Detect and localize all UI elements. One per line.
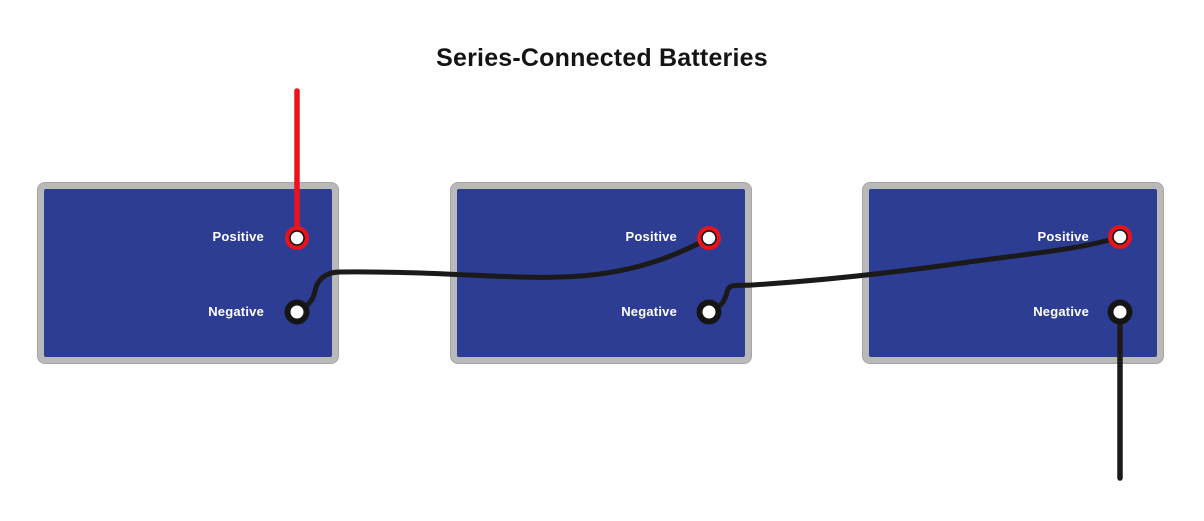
battery-3: Positive Negative [863,183,1163,363]
battery-3-body [869,189,1157,357]
battery-1: Positive Negative [38,183,338,363]
battery-2-positive-label: Positive [625,229,677,244]
battery-2-negative-label: Negative [621,304,677,319]
battery-1-body [44,189,332,357]
battery-2: Positive Negative [451,183,751,363]
battery-2-body [457,189,745,357]
diagram-title: Series-Connected Batteries [436,44,768,72]
battery-1-negative-label: Negative [208,304,264,319]
battery-3-negative-label: Negative [1033,304,1089,319]
battery-1-positive-label: Positive [212,229,264,244]
battery-3-positive-label: Positive [1037,229,1089,244]
